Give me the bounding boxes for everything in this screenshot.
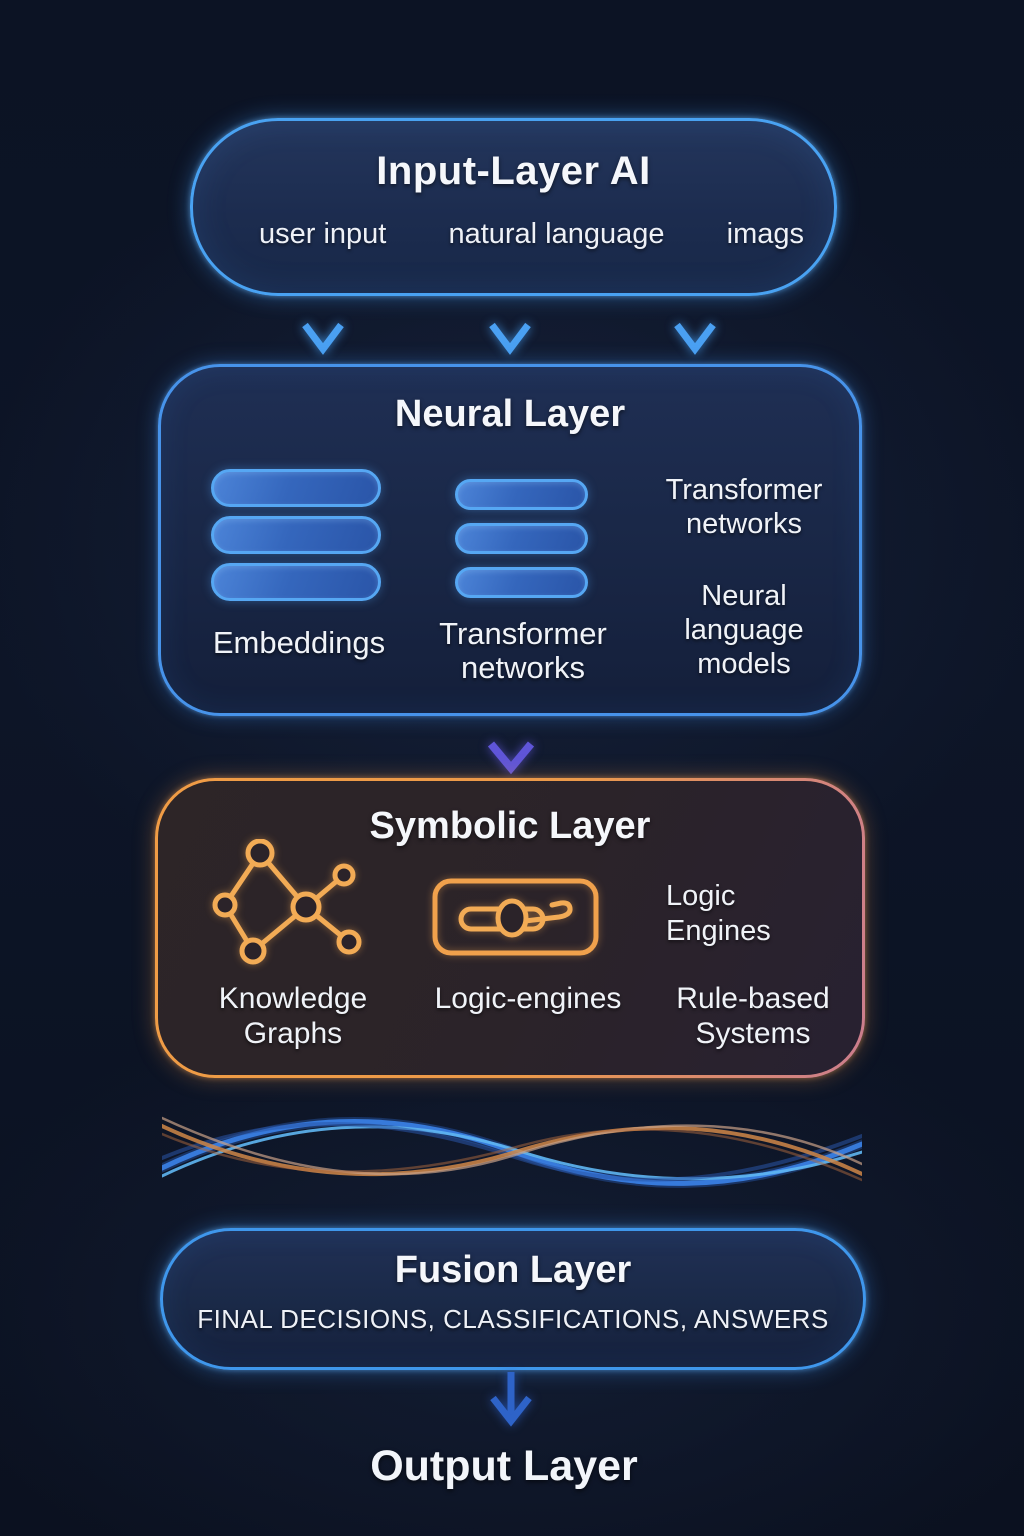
logic-engines-label: Logic-engines bbox=[434, 982, 622, 1015]
input-layer-title: Input-Layer AI bbox=[376, 149, 651, 193]
neural-side-item-neural-language-models: Neural language models bbox=[684, 580, 804, 680]
input-items-row: user input natural language imags bbox=[193, 218, 834, 251]
fusion-waves-icon bbox=[162, 1116, 862, 1188]
transformer-networks-label: Transformer networks bbox=[439, 616, 607, 685]
knowledge-graph-icon bbox=[212, 839, 362, 965]
fusion-layer-box: Fusion Layer FINAL DECISIONS, CLASSIFICA… bbox=[160, 1228, 866, 1370]
transformer-bars-icon bbox=[455, 479, 588, 598]
symbolic-side-item-logic-engines: Logic Engines bbox=[666, 880, 771, 947]
symbolic-layer-box: Symbolic Layer bbox=[155, 778, 865, 1078]
embedding-bar bbox=[211, 516, 381, 554]
arrow-down-icon bbox=[490, 1372, 532, 1427]
neural-layer-title: Neural Layer bbox=[394, 393, 626, 435]
transformer-bar bbox=[455, 523, 588, 554]
neural-side-item-transformer-networks: Transformer networks bbox=[665, 474, 823, 540]
fusion-layer-subtitle: FINAL DECISIONS, CLASSIFICATIONS, ANSWER… bbox=[197, 1304, 829, 1334]
transformer-bar bbox=[455, 479, 588, 510]
fusion-layer-title: Fusion Layer bbox=[394, 1249, 632, 1291]
input-item-user-input: user input bbox=[259, 218, 387, 250]
output-layer-title: Output Layer bbox=[370, 1442, 638, 1490]
input-item-images: imags bbox=[726, 218, 804, 250]
rule-based-systems-label: Rule-based Systems bbox=[676, 982, 830, 1050]
input-layer-box: Input-Layer AI user input natural langua… bbox=[190, 118, 837, 296]
arrow-down-icon bbox=[674, 298, 716, 355]
input-item-natural-language: natural language bbox=[448, 218, 665, 250]
arrow-down-icon bbox=[302, 298, 344, 355]
arrow-down-icon bbox=[487, 718, 535, 775]
knowledge-graphs-label: Knowledge Graphs bbox=[218, 982, 368, 1050]
embeddings-label: Embeddings bbox=[212, 625, 386, 660]
embedding-bars-icon bbox=[211, 469, 381, 601]
embedding-bar bbox=[211, 563, 381, 601]
transformer-bar bbox=[455, 567, 588, 598]
embedding-bar bbox=[211, 469, 381, 507]
symbolic-layer-title: Symbolic Layer bbox=[369, 805, 651, 847]
symbolic-layer-inner: Symbolic Layer bbox=[158, 781, 862, 1075]
neural-layer-box: Neural Layer Transformer networks Neural… bbox=[158, 364, 862, 716]
logic-engine-icon bbox=[432, 878, 599, 956]
arrow-down-icon bbox=[489, 298, 531, 355]
